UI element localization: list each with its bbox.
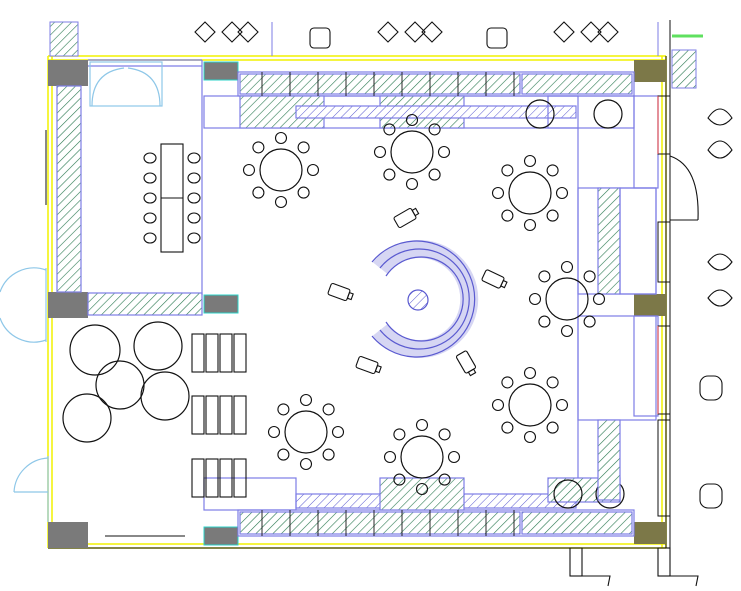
round-table-chair <box>299 393 313 407</box>
round-table-chair <box>501 164 514 177</box>
round-table-chair <box>405 177 419 191</box>
round-table-chair <box>560 260 574 274</box>
lounge-tables <box>62 321 190 443</box>
round-table-chair <box>428 168 441 181</box>
round-table-chair <box>583 315 596 328</box>
round-table-chair <box>252 186 265 199</box>
round-table-chair <box>523 430 537 444</box>
round-table-chair <box>546 209 559 222</box>
round-table-chair <box>252 141 265 154</box>
kitchen-counter-top-dividers <box>261 72 515 96</box>
round-table-chair <box>501 376 514 389</box>
kitchen-counter-bottom-dividers <box>261 510 515 536</box>
central-bar <box>371 240 479 358</box>
round-table-chair <box>491 186 505 200</box>
round-table-chair <box>405 113 419 127</box>
round-table-top <box>508 171 552 215</box>
round-table-chair <box>297 141 310 154</box>
round-table-chair <box>555 186 569 200</box>
banquet-chairs <box>143 152 201 244</box>
banquet-table <box>143 143 201 253</box>
doors <box>0 61 163 522</box>
round-table-chair <box>277 448 290 461</box>
round-table-chair <box>383 123 396 136</box>
round-table-chair <box>428 123 441 136</box>
round-table-chair <box>546 376 559 389</box>
round-table-chair <box>523 218 537 232</box>
round-table-top <box>259 148 303 192</box>
top-exterior-strip <box>49 21 703 89</box>
round-table-chair <box>438 428 451 441</box>
kitchen-counter-top <box>203 71 635 129</box>
round-table-chair <box>393 473 406 486</box>
round-table-chair <box>523 366 537 380</box>
bottom-exterior-steps <box>569 547 699 587</box>
round-table-top <box>284 410 328 454</box>
round-table <box>383 418 461 496</box>
right-door <box>669 155 699 221</box>
round-table-chair <box>274 195 288 209</box>
round-table-chair <box>447 450 461 464</box>
round-table <box>242 131 320 209</box>
round-table <box>267 393 345 471</box>
kitchen-counter-bottom <box>203 477 635 537</box>
round-table-chair <box>438 473 451 486</box>
sofa-groups <box>191 333 247 498</box>
round-table-chair <box>383 450 397 464</box>
round-table-chair <box>373 145 387 159</box>
round-table <box>491 154 569 232</box>
round-table-chair <box>523 154 537 168</box>
round-table-chair <box>491 398 505 412</box>
right-wall-details <box>657 95 671 517</box>
round-table-chair <box>393 428 406 441</box>
round-table-chair <box>538 315 551 328</box>
round-table-chair <box>331 425 345 439</box>
round-table-top <box>400 435 444 479</box>
round-table-chair <box>415 482 429 496</box>
round-table-chair <box>306 163 320 177</box>
round-table-chair <box>437 145 451 159</box>
round-table-chair <box>274 131 288 145</box>
round-tables <box>242 113 606 496</box>
round-table-chair <box>277 403 290 416</box>
columns <box>48 60 666 548</box>
round-table-chair <box>528 292 542 306</box>
right-booths <box>577 95 659 501</box>
round-table-chair <box>322 448 335 461</box>
partitions <box>56 59 203 316</box>
round-table-chair <box>546 164 559 177</box>
round-table-top <box>545 277 589 321</box>
round-table-chair <box>242 163 256 177</box>
round-table-top <box>390 130 434 174</box>
terrace-chairs <box>194 21 619 49</box>
round-table <box>528 260 606 338</box>
exterior-right-chairs <box>699 108 733 509</box>
round-table-chair <box>592 292 606 306</box>
round-table-chair <box>267 425 281 439</box>
round-table-chair <box>583 270 596 283</box>
round-table-top <box>508 383 552 427</box>
round-table <box>373 113 451 191</box>
round-table <box>491 366 569 444</box>
round-table-chair <box>538 270 551 283</box>
round-table-chair <box>560 324 574 338</box>
round-table-chair <box>297 186 310 199</box>
round-table-chair <box>299 457 313 471</box>
round-table-chair <box>322 403 335 416</box>
round-table-chair <box>383 168 396 181</box>
round-table-chair <box>415 418 429 432</box>
round-table-chair <box>501 209 514 222</box>
round-table-chair <box>555 398 569 412</box>
cocktail-tables <box>327 207 508 377</box>
round-table-chair <box>501 421 514 434</box>
round-table-chair <box>546 421 559 434</box>
